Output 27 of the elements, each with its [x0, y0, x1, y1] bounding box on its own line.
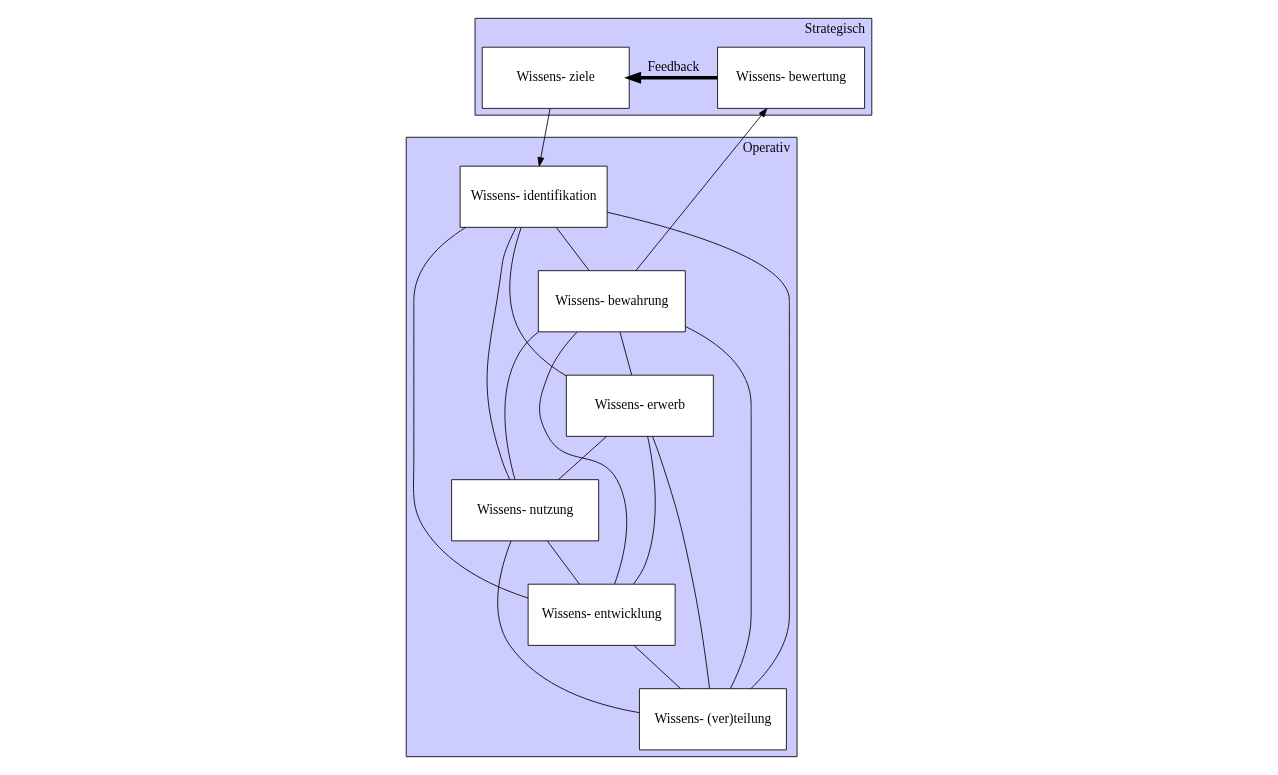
- node-box: Wissens- entwicklung: [527, 583, 676, 646]
- connector: [632, 436, 656, 585]
- connector: [556, 227, 590, 271]
- connector: [547, 540, 580, 585]
- connector: [619, 331, 633, 376]
- arrow: [624, 71, 718, 84]
- connector: [413, 227, 529, 599]
- node-box: Wissens- erwerb: [565, 374, 714, 437]
- connector: [486, 227, 517, 480]
- connector: [504, 331, 539, 480]
- connector: [606, 211, 790, 690]
- connector: [685, 326, 752, 690]
- connector: [539, 331, 628, 585]
- connector: [497, 540, 640, 714]
- arrow: [635, 108, 768, 272]
- node-box: Wissens- bewahrung: [537, 270, 686, 333]
- connector: [652, 436, 710, 690]
- node-box: Wissens- bewertung: [717, 46, 865, 109]
- arrow: [537, 108, 551, 167]
- connector: [633, 645, 681, 689]
- edge-label: Feedback: [647, 58, 700, 74]
- node-box: Wissens- ziele: [481, 46, 630, 109]
- node-box: Wissens- (ver)teilung: [639, 688, 787, 751]
- node-box: Wissens- identifikation: [459, 165, 608, 228]
- connector: [558, 436, 607, 480]
- connector: [509, 226, 567, 377]
- node-box: Wissens- nutzung: [451, 479, 600, 542]
